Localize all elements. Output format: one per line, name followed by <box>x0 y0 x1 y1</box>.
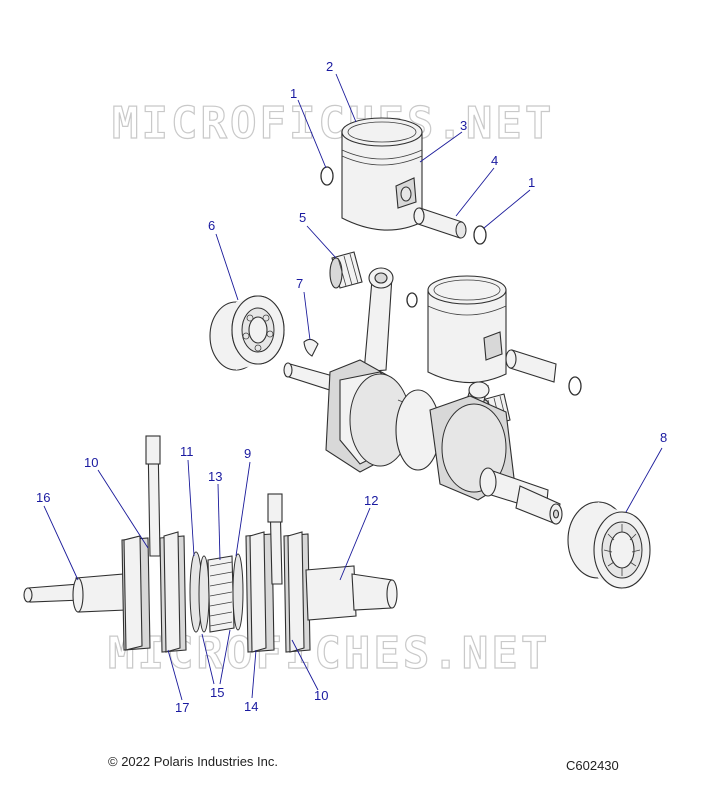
leader-lines <box>43 73 663 701</box>
callout-3: 3 <box>460 118 467 133</box>
callout-7: 7 <box>296 276 303 291</box>
connecting-rod-upper <box>363 267 418 373</box>
callout-1a: 1 <box>290 86 297 101</box>
ball-bearing-left <box>209 295 285 371</box>
callout-4: 4 <box>491 153 498 168</box>
crankshaft-assembled <box>283 359 563 525</box>
woodruff-key <box>303 338 319 357</box>
copyright-text: © 2022 Polaris Industries Inc. <box>108 754 278 769</box>
crankshaft-exploded <box>23 435 398 653</box>
callout-11: 11 <box>180 444 194 459</box>
callout-labels: 1 2 3 4 1 5 6 7 8 10 11 13 9 16 12 15 17… <box>36 59 667 715</box>
callout-5: 5 <box>299 210 306 225</box>
circlip-right <box>473 225 487 245</box>
callout-13: 13 <box>208 469 222 484</box>
figure-id: C602430 <box>566 758 619 773</box>
circlip-lower <box>568 376 582 396</box>
piston-upper <box>341 117 423 231</box>
circlip-left <box>320 166 334 186</box>
callout-2: 2 <box>326 59 333 74</box>
wrist-pin-lower <box>505 349 557 383</box>
piston-lower <box>427 275 507 384</box>
callout-15: 15 <box>210 685 224 700</box>
callout-6: 6 <box>208 218 215 233</box>
callout-10b: 10 <box>314 688 328 703</box>
callout-12: 12 <box>364 493 378 508</box>
watermark-top: MICROFICHES.NET <box>112 98 554 149</box>
roller-bearing-right <box>567 501 651 590</box>
callout-1b: 1 <box>528 175 535 190</box>
callout-9: 9 <box>244 446 251 461</box>
callout-10a: 10 <box>84 455 98 470</box>
callout-17: 17 <box>175 700 189 715</box>
callout-16: 16 <box>36 490 50 505</box>
callout-14: 14 <box>244 699 258 714</box>
wrist-pin-upper <box>413 207 467 239</box>
needle-bearing-small <box>329 251 363 289</box>
callout-8: 8 <box>660 430 667 445</box>
